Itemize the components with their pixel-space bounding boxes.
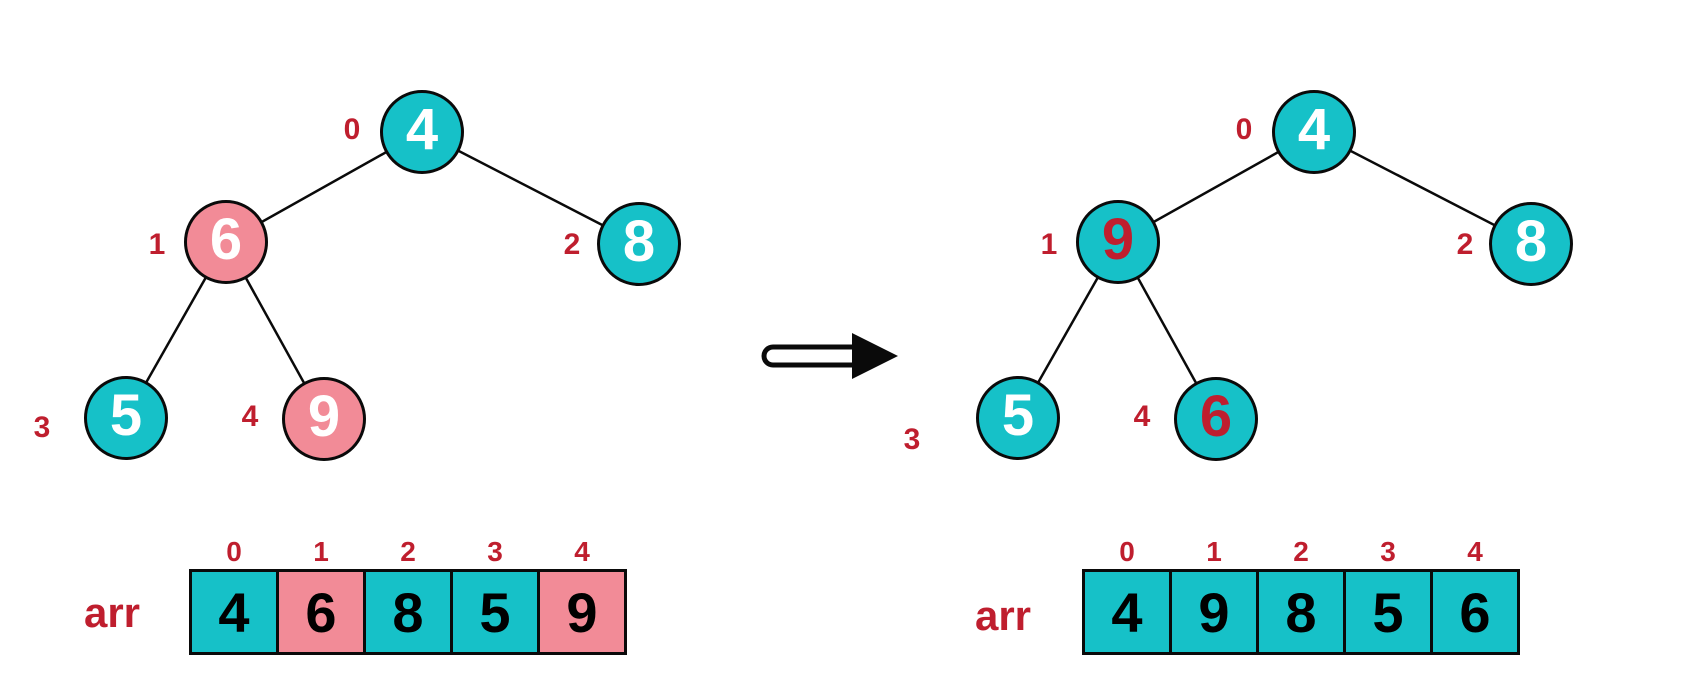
tree-node: 8 [597, 202, 681, 286]
array-index-label: 2 [400, 536, 416, 567]
node-index-label: 1 [1040, 228, 1058, 261]
node-index-label: 2 [1456, 228, 1474, 261]
array-index-label: 2 [1293, 536, 1309, 567]
array-cell: 8 [1256, 569, 1346, 655]
array-index-label: 4 [574, 536, 590, 567]
array-cell: 5 [450, 569, 540, 655]
array-index-label: 4 [1467, 536, 1483, 567]
tree-node: 4 [380, 90, 464, 174]
node-index-label: 3 [33, 411, 51, 444]
array-cell: 6 [1430, 569, 1520, 655]
array-index-label: 0 [226, 536, 242, 567]
array-label: arr [974, 592, 1032, 639]
node-value: 8 [622, 209, 656, 274]
node-value: 6 [209, 207, 243, 272]
node-index-label: 4 [1133, 400, 1151, 433]
array-index-row: 0 1 2 3 4 [189, 538, 624, 566]
array-index-label: 0 [1119, 536, 1135, 567]
tree-node: 9 [1076, 200, 1160, 284]
node-index-label: 0 [1235, 113, 1253, 146]
array-row: 4 9 8 5 6 [1082, 569, 1520, 655]
node-index-label: 4 [241, 400, 259, 433]
array-cell: 4 [1082, 569, 1172, 655]
tree-node: 8 [1489, 202, 1573, 286]
tree-node: 4 [1272, 90, 1356, 174]
array-index-label: 1 [1206, 536, 1222, 567]
array-cell: 4 [189, 569, 279, 655]
node-value: 6 [1199, 384, 1233, 449]
array-cell: 5 [1343, 569, 1433, 655]
tree-node: 6 [1174, 377, 1258, 461]
tree-node: 6 [184, 200, 268, 284]
node-index-label: 2 [563, 228, 581, 261]
node-value: 9 [1101, 207, 1135, 272]
array-index-row: 0 1 2 3 4 [1082, 538, 1517, 566]
node-value: 4 [405, 97, 439, 162]
array-cell: 6 [276, 569, 366, 655]
node-value: 5 [109, 383, 143, 448]
array-label: arr [83, 589, 141, 636]
array-cell: 9 [537, 569, 627, 655]
tree-node: 5 [84, 376, 168, 460]
array-index-label: 3 [487, 536, 503, 567]
array-row: 4 6 8 5 9 [189, 569, 627, 655]
array-cell: 8 [363, 569, 453, 655]
node-index-label: 3 [903, 423, 921, 456]
swap-arrow-icon [761, 333, 898, 379]
node-value: 4 [1297, 97, 1331, 162]
array-index-label: 3 [1380, 536, 1396, 567]
tree-node: 5 [976, 376, 1060, 460]
node-index-label: 0 [343, 113, 361, 146]
node-value: 9 [307, 384, 341, 449]
node-index-label: 1 [148, 228, 166, 261]
tree-node: 9 [282, 377, 366, 461]
node-value: 5 [1001, 383, 1035, 448]
array-cell: 9 [1169, 569, 1259, 655]
node-value: 8 [1514, 209, 1548, 274]
array-index-label: 1 [313, 536, 329, 567]
